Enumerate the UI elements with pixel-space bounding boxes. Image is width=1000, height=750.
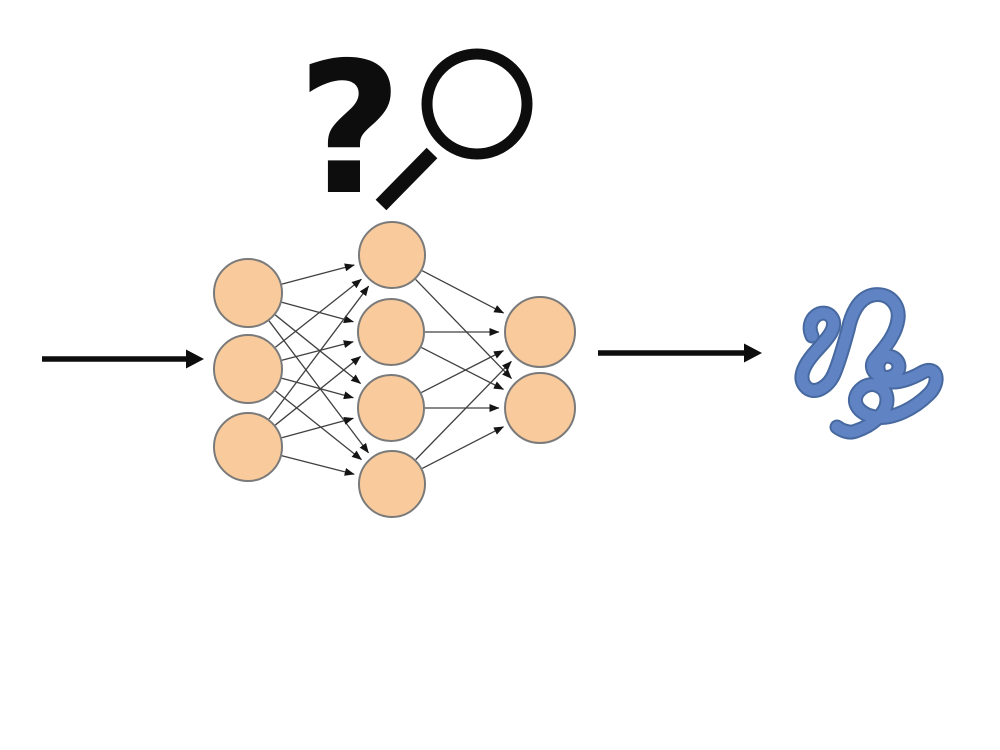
network-edge bbox=[281, 416, 354, 439]
network-edge bbox=[281, 301, 354, 324]
hidden-node-3 bbox=[357, 374, 425, 442]
magnifier-lens bbox=[421, 48, 533, 160]
hidden-node-4 bbox=[358, 450, 426, 518]
network-edge bbox=[281, 263, 355, 285]
network-edge bbox=[421, 426, 504, 470]
hidden-node-2 bbox=[357, 298, 425, 366]
output-node-2 bbox=[504, 372, 576, 444]
question-mark-icon: ? bbox=[297, 23, 403, 235]
network-edge bbox=[274, 390, 362, 461]
network-edge bbox=[274, 314, 362, 385]
input-node-3 bbox=[213, 412, 283, 482]
hidden-node-1 bbox=[358, 221, 426, 289]
network-edge bbox=[281, 340, 354, 361]
network-edge bbox=[415, 360, 512, 461]
network-edge bbox=[421, 270, 505, 314]
network-edge bbox=[281, 377, 354, 400]
network-edge bbox=[281, 455, 355, 476]
network-edge bbox=[275, 278, 362, 348]
network-edge bbox=[420, 350, 504, 394]
input-node-2 bbox=[213, 334, 283, 404]
output-node-1 bbox=[504, 296, 576, 368]
output-arrow-head bbox=[744, 343, 762, 363]
scribble-stroke bbox=[796, 289, 942, 438]
input-arrow bbox=[42, 349, 204, 369]
scribble-output-icon bbox=[794, 287, 944, 440]
network-edge bbox=[274, 355, 362, 426]
input-node-1 bbox=[213, 258, 283, 328]
network-edge bbox=[268, 320, 370, 454]
network-edge bbox=[268, 285, 370, 420]
output-arrow bbox=[598, 343, 762, 363]
magnifier-handle bbox=[375, 147, 438, 211]
magnifier-icon bbox=[375, 48, 533, 211]
network-edge bbox=[415, 278, 512, 379]
input-arrow-head bbox=[186, 349, 204, 369]
network-edge bbox=[420, 346, 504, 390]
